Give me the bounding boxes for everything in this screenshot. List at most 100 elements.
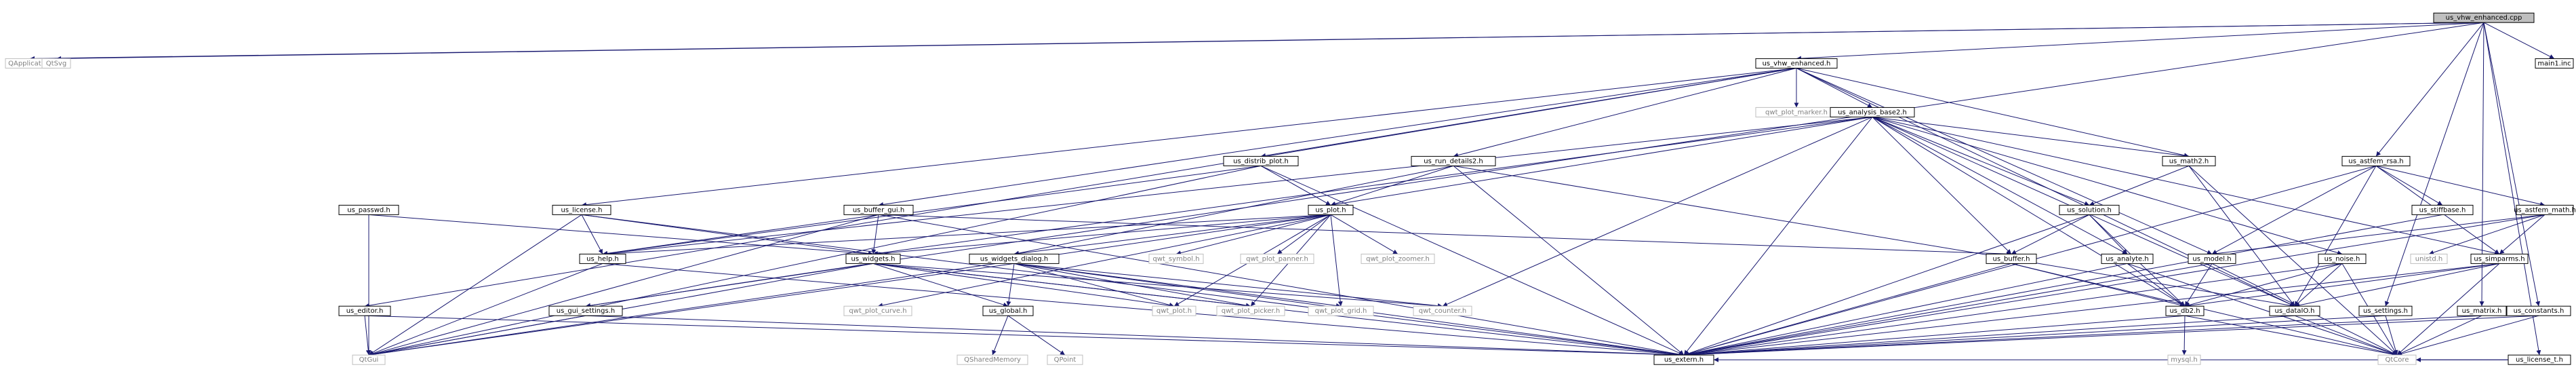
node-label: qwt_plot_panner.h (1246, 255, 1308, 263)
edge-stiff-to-extern (1683, 214, 2443, 357)
node-us-widgets-dialog-h[interactable]: us_widgets_dialog.h (969, 253, 1060, 264)
edge-enh_h-to-model (1796, 67, 2213, 254)
node-box (2101, 253, 2154, 264)
edge-root-to-main1 (2483, 22, 2555, 59)
node-box (2165, 305, 2205, 316)
node-box (1216, 305, 1285, 316)
edge-solution-to-extern (1683, 214, 2090, 356)
node-us-matrix-h[interactable]: us_matrix.h (2457, 305, 2507, 316)
edge-settings-to-qtcore (2385, 316, 2398, 356)
node-us-plot-h[interactable]: us_plot.h (1308, 204, 1354, 215)
node-label: us_passwd.h (347, 206, 390, 214)
node-label: us_settings.h (2363, 307, 2408, 315)
node-us-gui-settings-h[interactable]: us_gui_settings.h (548, 305, 623, 316)
node-box (1830, 107, 1915, 117)
edge-root-to-enh_h (1796, 22, 2484, 61)
node-label: us_analyte.h (2106, 255, 2148, 263)
node-box (2457, 305, 2507, 316)
node-qwt-plot-zoomer-h: qwt_plot_zoomer.h (1361, 253, 1435, 264)
node-us-settings-h[interactable]: us_settings.h (2358, 305, 2413, 316)
node-us-extern-h[interactable]: us_extern.h (1653, 354, 1714, 365)
edge-enh_h-to-license (581, 67, 1797, 208)
node-label: us_buffer_gui.h (853, 206, 904, 214)
edge-simparms-to-extern (1683, 263, 2500, 357)
node-box (1361, 253, 1435, 264)
node-us-vhw-enhanced-h[interactable]: us_vhw_enhanced.h (1755, 58, 1838, 69)
edge-rundet-to-dataio (1453, 165, 2295, 308)
node-us-global-h[interactable]: us_global.h (982, 305, 1034, 316)
node-label: us_analysis_base2.h (1838, 109, 1907, 116)
node-us-help-h[interactable]: us_help.h (579, 253, 626, 264)
node-box (843, 305, 912, 316)
edge-astmath-to-simparms (2499, 214, 2545, 254)
edge-analysis-to-help (602, 116, 1873, 256)
node-us-analysis-base2-h[interactable]: us_analysis_base2.h (1830, 107, 1915, 117)
node-us-simparms-h[interactable]: us_simparms.h (2470, 253, 2529, 264)
node-label: qwt_counter.h (1419, 307, 1467, 315)
node-us-distrib-plot-h[interactable]: us_distrib_plot.h (1223, 155, 1299, 166)
node-label: us_vhw_enhanced.h (1763, 60, 1831, 67)
node-us-widgets-h[interactable]: us_widgets.h (845, 253, 901, 264)
node-label: qwt_plot_curve.h (849, 307, 906, 315)
node-qwt-plot-picker-h: qwt_plot_picker.h (1216, 305, 1285, 316)
edge-dataio-to-extern (1683, 315, 2295, 358)
node-label: us_global.h (989, 307, 1028, 315)
node-us-editor-h[interactable]: us_editor.h (338, 305, 391, 316)
node-box (2318, 253, 2367, 264)
node-us-buffer-h[interactable]: us_buffer.h (1986, 253, 2037, 264)
edge-noise-to-dataio (2294, 263, 2343, 307)
edge-simparms-to-db2 (2184, 263, 2500, 308)
node-us-passwd-h[interactable]: us_passwd.h (338, 204, 399, 215)
node-label: us_help.h (586, 255, 619, 263)
node-main1-inc[interactable]: main1.inc (2535, 58, 2574, 69)
edge-analysis-to-widgets (872, 116, 1873, 256)
node-box (2269, 305, 2320, 316)
node-us-buffer-gui-h[interactable]: us_buffer_gui.h (843, 204, 914, 215)
node-us-astfem-math-h[interactable]: us_astfem_math.h (2514, 204, 2576, 215)
node-box (2516, 204, 2574, 215)
edge-distrib-to-qtgui (368, 165, 1262, 357)
node-mysql-h: mysql.h (2167, 354, 2201, 365)
node-box (1308, 305, 1374, 316)
node-label: us_math2.h (2169, 157, 2209, 165)
node-box (1308, 204, 1354, 215)
node-us-vhw-enhanced-cpp[interactable]: us_vhw_enhanced.cpp (2433, 12, 2535, 23)
edge-widgets-to-global (872, 263, 1009, 307)
node-qwt-plot-grid-h: qwt_plot_grid.h (1308, 305, 1374, 316)
node-us-license-t-h[interactable]: us_license_t.h (2508, 354, 2571, 365)
node-us-astfem-rsa-h[interactable]: us_astfem_rsa.h (2341, 155, 2411, 166)
node-us-model-h[interactable]: us_model.h (2188, 253, 2236, 264)
edge-db2-to-qtcore (2184, 315, 2398, 357)
edge-plot-to-grid (1330, 214, 1343, 307)
node-us-solution-h[interactable]: us_solution.h (2059, 204, 2120, 215)
node-us-analyte-h[interactable]: us_analyte.h (2101, 253, 2154, 264)
node-us-stiffbase-h[interactable]: us_stiffbase.h (2411, 204, 2474, 215)
edge-distrib-to-extern (1260, 165, 1685, 356)
node-box (338, 204, 399, 215)
node-box (2188, 253, 2236, 264)
node-box (552, 204, 611, 215)
node-us-run-details2-h[interactable]: us_run_details2.h (1411, 155, 1496, 166)
edges-layer (29, 22, 2555, 362)
node-us-dataio-h[interactable]: us_dataIO.h (2269, 305, 2320, 316)
node-label: us_matrix.h (2462, 307, 2502, 315)
node-qpoint: QPoint (1047, 354, 1083, 365)
node-box (2508, 354, 2571, 365)
node-us-license-h[interactable]: us_license.h (552, 204, 611, 215)
node-us-constants-h[interactable]: us_constants.h (2506, 305, 2571, 316)
node-label: QSharedMemory (964, 356, 1021, 364)
edge-license-to-qtgui (368, 214, 582, 356)
edge-passwd-to-widgets (368, 214, 874, 256)
edge-root-to-lict (2483, 22, 2541, 356)
edge-plot-to-widgets (872, 214, 1331, 256)
edge-distrib-to-plot (1260, 165, 1331, 206)
node-us-noise-h[interactable]: us_noise.h (2318, 253, 2367, 264)
node-us-db2-h[interactable]: us_db2.h (2165, 305, 2205, 316)
node-box (1148, 253, 1204, 264)
node-box (2535, 58, 2574, 69)
edge-root-to-qtsvg (56, 22, 2484, 61)
node-us-math2-h[interactable]: us_math2.h (2162, 155, 2216, 166)
node-box (1986, 253, 2037, 264)
node-box (2341, 155, 2411, 166)
